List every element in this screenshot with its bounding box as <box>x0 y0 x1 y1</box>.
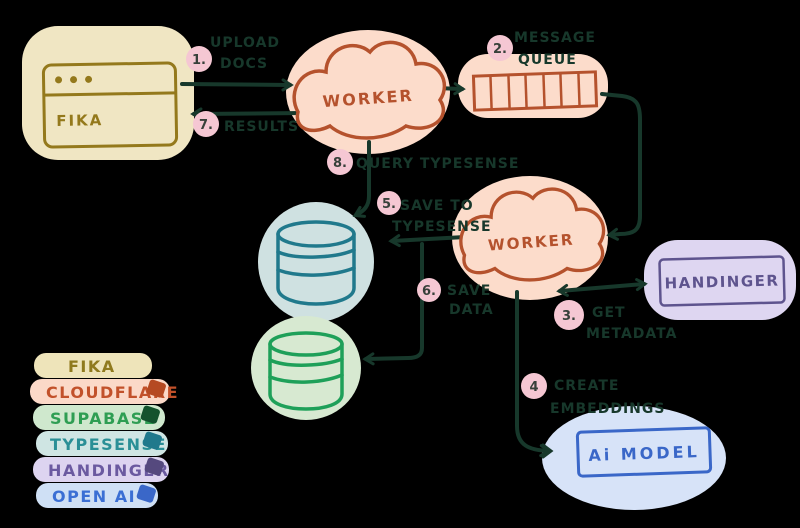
browser-titlebar-divider <box>43 91 176 97</box>
step-badge-1: 1. <box>186 46 212 72</box>
arrows <box>180 78 648 459</box>
step-1-text-line2: DOCS <box>220 56 268 72</box>
queue-node <box>471 70 599 112</box>
step-8-number: 8. <box>333 156 347 171</box>
legend-swatch-openai <box>136 484 156 503</box>
step-5-text-line1: SAVE TO <box>400 198 474 214</box>
step-badge-4: 4 <box>521 373 547 399</box>
step-1-text-line1: UPLOAD <box>210 35 280 51</box>
legend-label-openai: OPEN AI <box>52 487 136 506</box>
arrow-ai-extra-chevron <box>541 443 554 459</box>
step-badge-3: 3. <box>554 300 584 330</box>
step-badges: 1. 2. 3. 4 5. 6. 7. 8. <box>186 35 584 399</box>
legend-item-handinger: HANDINGER <box>33 457 170 482</box>
step-badge-7: 7. <box>193 111 219 137</box>
legend: FIKA CLOUDFLARE SUPABASE TYPESENSE HANDI… <box>30 353 179 508</box>
step-5-text-line2: TYPESENSE <box>392 219 492 235</box>
queue-slots <box>489 72 581 110</box>
step-4-text-line1: CREATE <box>554 378 619 394</box>
arrow-queue-to-worker2 <box>600 92 642 241</box>
legend-label-handinger: HANDINGER <box>48 461 170 480</box>
arrow-fika-to-worker <box>180 78 294 92</box>
worker-top-node: WORKER <box>292 40 447 140</box>
cloud-shape <box>459 187 606 282</box>
step-badge-8: 8. <box>327 149 353 175</box>
step-2-number: 2. <box>493 42 507 57</box>
legend-label-typesense: TYPESENSE <box>50 435 167 454</box>
ai-model-rect <box>575 426 713 478</box>
handinger-label: HANDINGER <box>664 271 779 292</box>
step-annotations: UPLOAD DOCS MESSAGE QUEUE GET METADATA C… <box>210 30 677 417</box>
legend-label-fika: FIKA <box>68 357 116 376</box>
step-3-text-line2: METADATA <box>586 326 677 342</box>
step-4-number: 4 <box>529 380 538 395</box>
step-7-text: RESULTS <box>224 119 299 135</box>
ai-model-node: Ai MODEL <box>575 426 713 478</box>
arrow-worker2-to-supabase <box>362 242 424 366</box>
step-7-number: 7. <box>199 118 213 133</box>
legend-item-fika: FIKA <box>34 353 152 378</box>
step-3-number: 3. <box>562 309 576 324</box>
step-3-text-line1: GET <box>592 305 626 321</box>
step-8-text: QUERY TYPESENSE <box>356 156 519 172</box>
fika-node: FIKA <box>41 61 179 149</box>
window-dot-icon <box>70 76 78 84</box>
legend-pill <box>33 405 165 430</box>
window-dot-icon <box>55 76 63 84</box>
worker-bottom-label: WORKER <box>487 231 575 255</box>
arrow-worker2-to-typesense <box>388 234 467 248</box>
step-2-text-line1: MESSAGE <box>514 30 596 46</box>
step-badge-5: 5. <box>377 191 401 215</box>
worker-bottom-node: WORKER <box>459 187 606 282</box>
supabase-database-icon <box>268 331 344 411</box>
arrow-worker2-to-ai-model <box>515 290 552 458</box>
typesense-blob <box>258 202 374 322</box>
step-5-number: 5. <box>382 197 396 212</box>
legend-item-supabase: SUPABASE <box>33 405 165 430</box>
legend-swatch-cloudflare <box>146 379 166 398</box>
legend-swatch-supabase <box>140 405 160 424</box>
legend-pill <box>34 353 152 378</box>
window-dot-icon <box>85 75 93 83</box>
legend-item-typesense: TYPESENSE <box>36 431 168 456</box>
cloud-shape <box>292 40 447 140</box>
typesense-database-icon <box>276 220 356 306</box>
step-4-text-line2: EMBEDDINGS <box>550 401 665 417</box>
legend-label-supabase: SUPABASE <box>50 409 156 428</box>
arrow-worker2-handinger <box>556 278 648 297</box>
legend-pill <box>36 431 168 456</box>
legend-pill <box>36 483 158 508</box>
legend-swatch-handinger <box>144 457 164 476</box>
step-1-number: 1. <box>192 53 206 68</box>
browser-window <box>41 61 179 149</box>
step-6-text-line1: SAVE <box>447 283 491 299</box>
legend-item-cloudflare: CLOUDFLARE <box>30 379 179 404</box>
queue-blob <box>458 54 608 118</box>
fika-label: FIKA <box>56 111 103 130</box>
arrow-worker-to-typesense <box>352 140 371 218</box>
legend-pill <box>30 379 170 404</box>
step-badge-6: 6. <box>417 278 441 302</box>
supabase-blob <box>251 316 361 420</box>
legend-item-openai: OPEN AI <box>36 483 158 508</box>
step-6-text-line2: DATA <box>449 302 494 318</box>
handinger-rect <box>658 255 786 307</box>
ai-model-label: Ai MODEL <box>588 442 700 465</box>
handinger-node: HANDINGER <box>658 255 786 307</box>
step-badge-2: 2. <box>487 35 513 61</box>
queue-rect <box>471 70 599 112</box>
legend-pill <box>33 457 169 482</box>
legend-swatch-typesense <box>142 431 162 450</box>
legend-label-cloudflare: CLOUDFLARE <box>46 383 179 402</box>
step-6-number: 6. <box>422 284 436 299</box>
step-2-text-line2: QUEUE <box>518 52 577 68</box>
